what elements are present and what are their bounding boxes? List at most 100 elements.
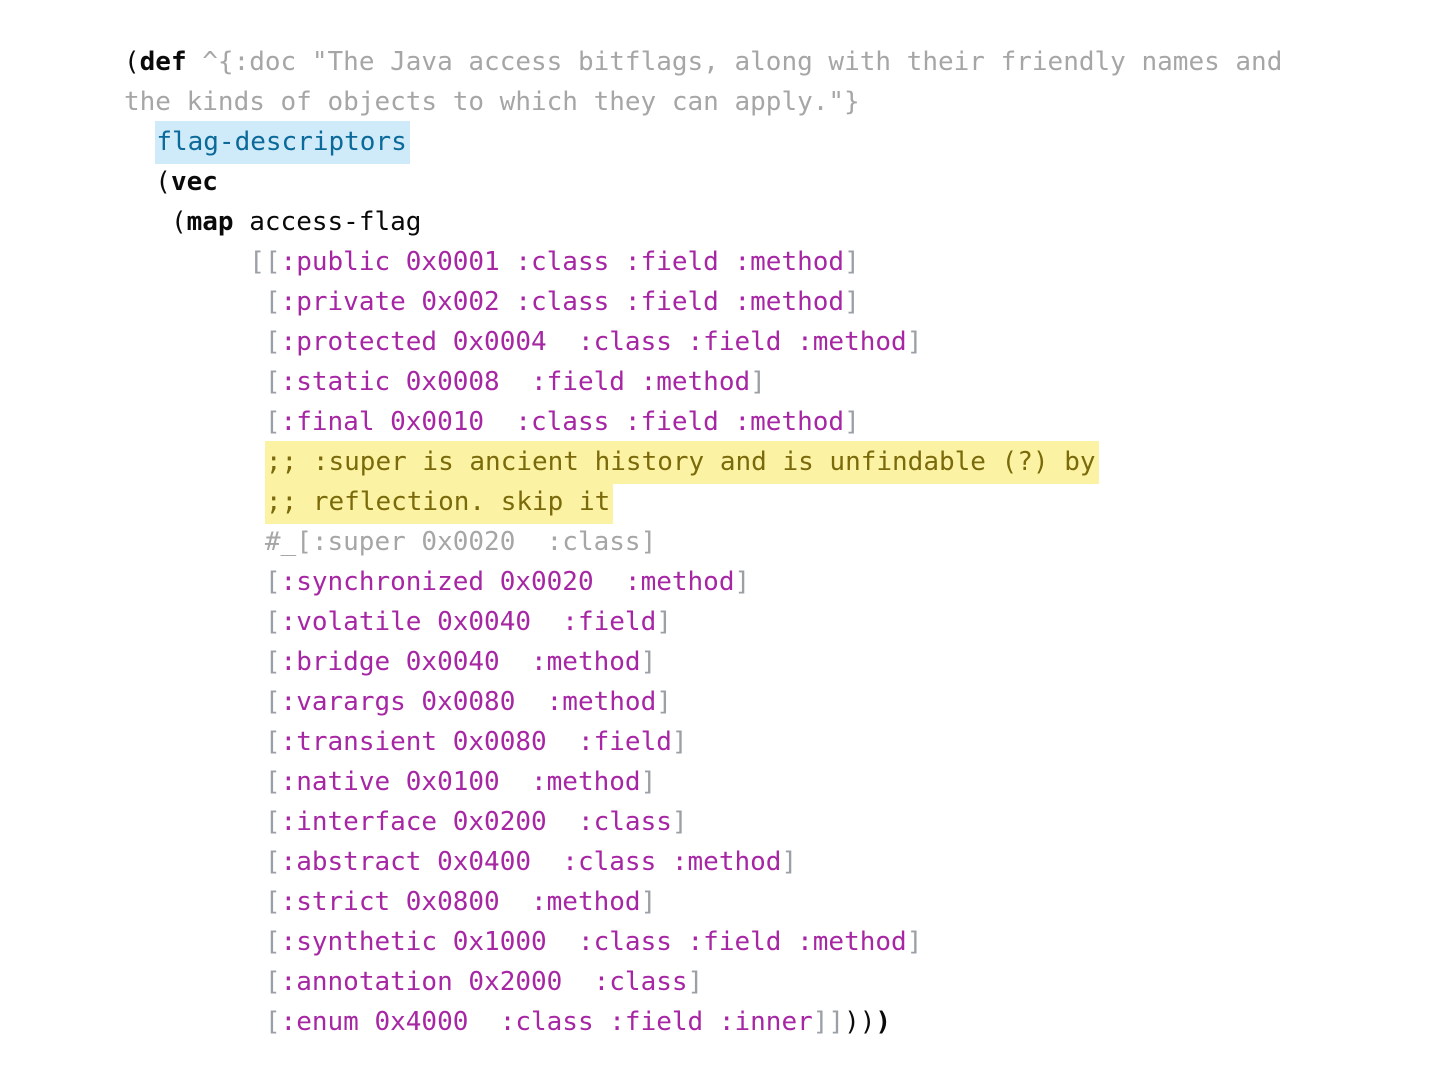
code-token-plain <box>187 47 203 77</box>
code-token-bracket: ]] <box>812 1007 845 1037</box>
code-token-bracket: [ <box>264 807 281 837</box>
code-token-bold: def <box>139 47 187 77</box>
code-token-discard: #_[:super 0x0020 :class] <box>264 527 657 557</box>
code-token-plain <box>124 927 265 957</box>
code-token-keyword: :interface 0x0200 :class <box>280 807 672 837</box>
code-token-bracket: [[ <box>249 247 281 277</box>
code-token-plain: ( <box>124 167 171 197</box>
code-token-plain: access-flag <box>233 207 422 237</box>
code-line: [:bridge 0x0040 :method] <box>124 642 1282 682</box>
code-token-bracket: [ <box>264 567 281 597</box>
code-token-bracket: ] <box>640 647 657 677</box>
code-token-plain: ( <box>124 207 187 237</box>
code-token-keyword: :private 0x002 :class :field :method <box>280 287 845 317</box>
code-line: (map access-flag <box>124 202 1282 242</box>
code-token-bold: vec <box>170 167 218 197</box>
code-line: [:volatile 0x0040 :field] <box>124 602 1282 642</box>
code-token-bracket: [ <box>264 607 281 637</box>
code-token-bracket: [ <box>264 767 281 797</box>
code-token-plain <box>124 887 265 917</box>
code-token-plain <box>124 447 265 477</box>
code-token-bracket: ] <box>656 607 672 637</box>
code-token-bracket: [ <box>264 407 281 437</box>
code-line: ;; reflection. skip it <box>124 481 1282 524</box>
code-token-defname: flag-descriptors <box>155 121 410 164</box>
code-line: [:final 0x0010 :class :field :method] <box>124 402 1282 442</box>
code-token-bracket: ] <box>687 967 704 997</box>
code-token-plain: )) <box>844 1007 876 1037</box>
code-viewer: ( def ^{:doc "The Java access bitflags, a… <box>124 42 1282 1042</box>
code-token-bracket: ] <box>671 807 688 837</box>
code-token-bracket: [ <box>264 727 281 757</box>
code-token-plain <box>124 607 265 637</box>
code-line: [:synthetic 0x1000 :class :field :method… <box>124 922 1282 962</box>
code-token-meta: ^{:doc "The Java access bitflags, along … <box>202 47 1283 77</box>
code-token-plain <box>124 127 155 157</box>
code-token-plain <box>124 407 265 437</box>
code-token-bracket: [ <box>264 887 281 917</box>
code-line: [:abstract 0x0400 :class :method] <box>124 842 1282 882</box>
code-line: the kinds of objects to which they can a… <box>124 82 1282 122</box>
code-token-bracket: ] <box>640 887 657 917</box>
code-token-keyword: :strict 0x0800 :method <box>280 887 641 917</box>
code-token-plain <box>124 367 265 397</box>
code-token-keyword: :abstract 0x0400 :class :method <box>280 847 782 877</box>
code-line: (def ^{:doc "The Java access bitflags, a… <box>124 42 1282 82</box>
code-line: flag-descriptors <box>124 121 1282 164</box>
code-line: #_[:super 0x0020 :class] <box>124 522 1282 562</box>
code-line: [:varargs 0x0080 :method] <box>124 682 1282 722</box>
code-token-keyword: :annotation 0x2000 :class <box>280 967 688 997</box>
code-token-comment: ;; reflection. skip it <box>264 481 614 524</box>
code-token-plain <box>124 527 265 557</box>
code-line: (vec <box>124 162 1282 202</box>
code-token-plain <box>124 647 265 677</box>
code-token-plain <box>124 287 265 317</box>
code-token-keyword: :enum 0x4000 :class :field :inner <box>280 1007 813 1037</box>
code-token-keyword: :transient 0x0080 :field <box>280 727 672 757</box>
code-token-bracket: [ <box>264 1007 281 1037</box>
code-token-plain <box>124 807 265 837</box>
code-token-keyword: :synthetic 0x1000 :class :field :method <box>280 927 907 957</box>
code-token-plain <box>124 487 265 517</box>
code-token-bracket: ] <box>906 927 923 957</box>
code-token-keyword: :bridge 0x0040 :method <box>280 647 641 677</box>
code-token-bracket: ] <box>734 567 751 597</box>
code-token-bracket: [ <box>264 687 281 717</box>
code-token-keyword: :volatile 0x0040 :field <box>280 607 657 637</box>
code-token-bracket: [ <box>264 327 281 357</box>
code-line: [:annotation 0x2000 :class] <box>124 962 1282 1002</box>
code-token-bracket: ] <box>640 767 657 797</box>
code-token-plain <box>124 567 265 597</box>
code-token-bracket: ] <box>781 847 798 877</box>
code-token-plain <box>124 967 265 997</box>
code-token-bracket: ] <box>750 367 766 397</box>
code-token-bracket: [ <box>264 647 281 677</box>
code-token-bracket: ] <box>844 407 860 437</box>
code-line: [[:public 0x0001 :class :field :method] <box>124 242 1282 282</box>
code-line: [:transient 0x0080 :field] <box>124 722 1282 762</box>
code-token-keyword: :final 0x0010 :class :field :method <box>280 407 845 437</box>
code-token-keyword: :native 0x0100 :method <box>280 767 641 797</box>
code-token-bold: ) <box>875 1007 892 1037</box>
code-token-bracket: ] <box>844 287 860 317</box>
code-token-keyword: :public 0x0001 :class :field :method <box>280 247 845 277</box>
code-line: [:synchronized 0x0020 :method] <box>124 562 1282 602</box>
code-token-plain <box>124 727 265 757</box>
code-token-plain <box>124 687 265 717</box>
code-token-comment: ;; :super is ancient history and is unfi… <box>264 441 1099 484</box>
code-token-bracket: [ <box>264 367 281 397</box>
code-line: [:protected 0x0004 :class :field :method… <box>124 322 1282 362</box>
code-token-plain <box>124 247 249 277</box>
code-token-bracket: ] <box>844 247 860 277</box>
code-token-plain <box>124 767 265 797</box>
code-token-bold: map <box>186 207 234 237</box>
code-line: [:interface 0x0200 :class] <box>124 802 1282 842</box>
code-line: [:private 0x002 :class :field :method] <box>124 282 1282 322</box>
code-token-plain <box>124 327 265 357</box>
code-token-bracket: ] <box>906 327 923 357</box>
code-token-bracket: [ <box>264 847 281 877</box>
code-token-meta: the kinds of objects to which they can a… <box>124 87 860 117</box>
code-token-plain <box>124 847 265 877</box>
code-line: ;; :super is ancient history and is unfi… <box>124 441 1282 484</box>
code-token-bracket: ] <box>671 727 688 757</box>
